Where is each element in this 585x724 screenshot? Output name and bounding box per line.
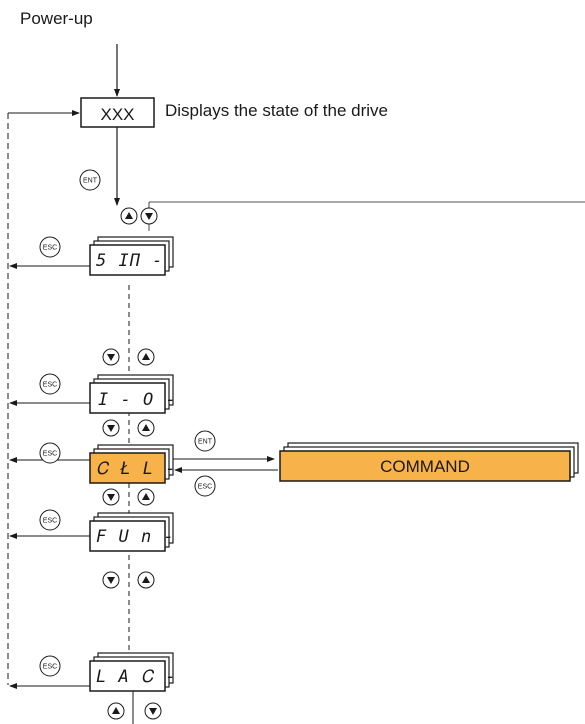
svg-text:ESC: ESC xyxy=(43,451,57,458)
esc-button-lac[interactable]: ESC xyxy=(39,655,61,677)
esc-button-sim[interactable]: ESC xyxy=(39,236,61,258)
svg-text:ESC: ESC xyxy=(198,484,212,491)
down-button-bottom[interactable] xyxy=(144,702,162,720)
state-box-text: XXX xyxy=(100,105,134,124)
menu-stack-io[interactable]: I - O - xyxy=(89,374,177,414)
menu-stack-sim[interactable]: 5 IΠ - xyxy=(89,236,174,276)
menu-code-sim: 5 IΠ - xyxy=(96,251,163,271)
menu-code-io: I - O - xyxy=(98,390,177,410)
submenu-command-label: COMMAND xyxy=(380,457,470,476)
svg-text:ESC: ESC xyxy=(43,664,57,671)
menu-stack-fun[interactable]: F U n - xyxy=(89,512,175,552)
svg-text:ESC: ESC xyxy=(43,245,57,252)
up-button-4[interactable] xyxy=(137,571,155,589)
down-button-top[interactable] xyxy=(140,207,158,225)
svg-text:ENT: ENT xyxy=(198,439,213,446)
submenu-command[interactable]: COMMAND xyxy=(279,442,579,482)
esc-button-fun[interactable]: ESC xyxy=(39,509,61,531)
up-button-top[interactable] xyxy=(120,207,138,225)
menu-code-ctl: Ꮯ Ł L - xyxy=(96,459,177,479)
up-button-1[interactable] xyxy=(137,348,155,366)
down-button-3[interactable] xyxy=(102,488,120,506)
menu-code-lac: L A Ꮯ - xyxy=(96,667,177,687)
ent-button-command[interactable]: ENT xyxy=(194,430,216,452)
svg-text:ESC: ESC xyxy=(43,382,57,389)
esc-button-command[interactable]: ESC xyxy=(194,475,216,497)
down-button-1[interactable] xyxy=(102,348,120,366)
esc-button-ctl[interactable]: ESC xyxy=(39,442,61,464)
menu-stack-ctl[interactable]: Ꮯ Ł L - xyxy=(89,444,177,484)
esc-button-io[interactable]: ESC xyxy=(39,373,61,395)
svg-text:ESC: ESC xyxy=(43,518,57,525)
svg-text:ENT: ENT xyxy=(83,178,98,185)
ent-button-1[interactable]: ENT xyxy=(79,169,101,191)
up-button-3[interactable] xyxy=(137,488,155,506)
up-button-bottom[interactable] xyxy=(107,702,125,720)
down-button-2[interactable] xyxy=(102,419,120,437)
menu-stack-lac[interactable]: L A Ꮯ - xyxy=(89,652,177,692)
up-button-2[interactable] xyxy=(137,419,155,437)
state-caption: Displays the state of the drive xyxy=(165,101,388,120)
menu-code-fun: F U n - xyxy=(96,527,175,547)
down-button-4[interactable] xyxy=(102,571,120,589)
power-up-label: Power-up xyxy=(20,9,93,28)
